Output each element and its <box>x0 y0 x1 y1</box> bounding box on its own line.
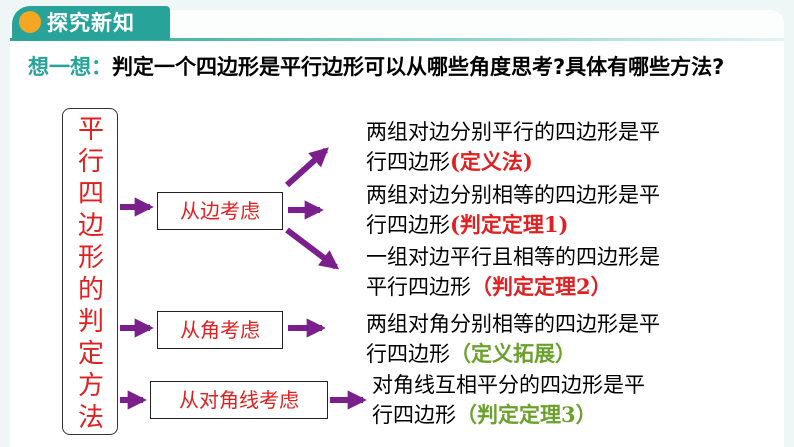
question-body: 判定一个四边形是平行边形可以从哪些角度思考?具体有哪些方法? <box>112 55 725 79</box>
description-line: 对角线互相平分的四边形是平 <box>372 373 645 397</box>
vertical-title-char: 平 <box>77 115 104 145</box>
question-label: 想一想： <box>28 55 112 79</box>
theorem-tag: (定义法) <box>450 149 533 174</box>
description-line: 一组对边平行且相等的四边形是 <box>366 245 660 269</box>
description-definition: 两组对边分别平行的四边形是平 行四边形(定义法) <box>366 117 660 177</box>
description-line-text: 行四边形 <box>366 342 450 366</box>
section-title: 探究新知 <box>47 11 135 35</box>
vertical-title-char: 定 <box>77 339 104 369</box>
description-line: 平行四边形（判定定理2） <box>366 272 660 302</box>
question-text: 想一想：判定一个四边形是平行边形可以从哪些角度思考?具体有哪些方法? <box>28 47 778 87</box>
description-line: 行四边形（判定定理3） <box>372 400 645 430</box>
description-line-text: 行四边形 <box>366 150 450 174</box>
description-line: 两组对边分别平行的四边形是平 <box>366 120 660 144</box>
description-theorem-2: 一组对边平行且相等的四边形是 平行四边形（判定定理2） <box>366 242 660 302</box>
description-line-text: 平行四边形 <box>366 275 471 299</box>
vertical-title-char: 法 <box>77 403 104 433</box>
orange-circle-icon <box>19 11 41 33</box>
method-box-angles: 从角考虑 <box>157 311 283 349</box>
slide-panel <box>10 10 784 447</box>
description-line: 两组对角分别相等的四边形是平 <box>366 312 660 336</box>
description-line: 行四边形(定义法) <box>366 147 660 177</box>
vertical-title-char: 判 <box>77 307 104 337</box>
theorem-tag: （判定定理3） <box>456 402 597 427</box>
description-theorem-1: 两组对边分别相等的四边形是平 行四边形(判定定理1) <box>366 180 660 240</box>
purple-arrow-icon <box>284 147 329 188</box>
vertical-title-box: 平 行 四 边 形 的 判 定 方 法 <box>62 108 118 435</box>
description-theorem-3: 对角线互相平分的四边形是平 行四边形（判定定理3） <box>372 370 645 430</box>
purple-arrow-icon <box>285 227 340 270</box>
vertical-title-char: 方 <box>77 371 104 401</box>
vertical-title-char: 行 <box>77 147 104 177</box>
description-line: 行四边形（定义拓展） <box>366 339 660 369</box>
method-box-diagonals: 从对角线考虑 <box>150 381 328 419</box>
vertical-title-char: 边 <box>77 211 104 241</box>
description-line: 行四边形(判定定理1) <box>366 210 660 240</box>
header-underline <box>10 38 784 41</box>
description-line-text: 行四边形 <box>366 213 450 237</box>
theorem-tag: （判定定理2） <box>471 274 612 299</box>
theorem-tag: (判定定理1) <box>450 212 569 237</box>
theorem-tag: （定义拓展） <box>450 341 576 366</box>
description-definition-extension: 两组对角分别相等的四边形是平 行四边形（定义拓展） <box>366 309 660 369</box>
vertical-title-char: 形 <box>77 243 104 273</box>
description-line: 两组对边分别相等的四边形是平 <box>366 183 660 207</box>
vertical-title-char: 四 <box>77 179 104 209</box>
description-line-text: 行四边形 <box>372 403 456 427</box>
method-box-sides: 从边考虑 <box>157 192 283 230</box>
vertical-title-char: 的 <box>77 275 104 305</box>
